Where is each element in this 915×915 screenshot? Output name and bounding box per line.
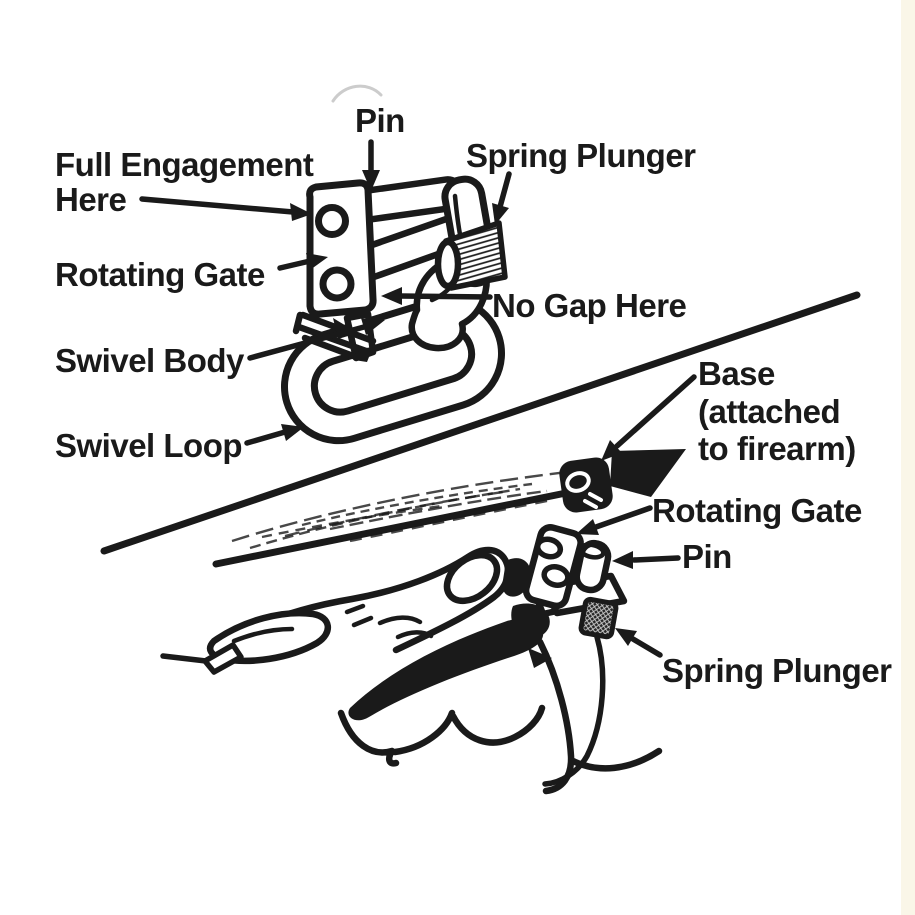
swivel-loop-arrow-line — [244, 429, 288, 446]
rotating-gate-top-arrow-line — [277, 258, 313, 271]
lower-swivel-group — [522, 524, 628, 787]
lower-gate-hole-bottom — [541, 564, 571, 588]
wood-grain-lines — [231, 469, 576, 550]
spring-plunger-top-arrow-line — [497, 171, 512, 210]
no-gap-arrowhead — [381, 287, 402, 305]
upper-gate-hole-top — [315, 204, 349, 238]
upper-swivel-group — [280, 175, 508, 445]
label-swivel-body: Swivel Body — [55, 342, 245, 379]
label-pin-bottom: Pin — [682, 538, 732, 575]
lower-spring-plunger — [578, 596, 619, 640]
base-highlight — [583, 492, 603, 509]
swivel-body-arrow-line — [247, 324, 367, 361]
label-rotating-gate-top: Rotating Gate — [55, 256, 265, 293]
index-finger-crease — [231, 626, 295, 644]
thumbnail — [443, 551, 501, 605]
label-spring-plunger-top: Spring Plunger — [466, 137, 696, 174]
hand-illustration — [160, 546, 663, 795]
labels-group: Pin Full Engagement Here Rotating Gate S… — [55, 102, 893, 689]
strap-tip — [202, 642, 244, 675]
rotating-gate-bottom-arrow-line — [593, 505, 653, 530]
spring-plunger-top-arrowhead — [492, 203, 509, 225]
arrowheads — [281, 170, 637, 646]
pin-bottom-arrowhead — [612, 551, 633, 569]
rifle-stock-group — [100, 291, 861, 568]
lower-loop-wire — [542, 634, 606, 787]
base-arrow-line — [614, 374, 697, 449]
strap-line — [160, 653, 209, 664]
no-gap-arrow-line — [397, 293, 493, 300]
leader-lines — [139, 139, 697, 658]
label-full-engagement-1: Full Engagement — [55, 146, 314, 183]
stock-upper-edge-line — [100, 291, 861, 555]
label-spring-plunger-bottom: Spring Plunger — [662, 652, 892, 689]
label-rotating-gate-bottom: Rotating Gate — [652, 492, 862, 529]
full-engagement-arrow-line — [139, 196, 296, 215]
label-no-gap-here: No Gap Here — [492, 287, 687, 324]
thumb-creases — [344, 603, 434, 640]
knuckle-arcs — [337, 704, 546, 767]
label-base-1: Base — [698, 355, 775, 392]
lower-gate-hole-top — [534, 536, 564, 560]
base-arrowhead — [601, 440, 622, 461]
upper-gate-hole-bottom — [319, 266, 355, 302]
label-pin-top: Pin — [355, 102, 405, 139]
plunger-tip — [434, 238, 462, 290]
scan-artifact-arc — [331, 84, 383, 103]
swivel-body-arrowhead — [361, 318, 385, 335]
label-base-3: to firearm) — [698, 430, 856, 467]
swivel-loop-arrowhead — [281, 424, 304, 441]
label-full-engagement-2: Here — [55, 181, 127, 218]
pin-top-arrowhead — [362, 170, 380, 191]
full-engagement-arrowhead — [290, 203, 312, 221]
label-swivel-loop: Swivel Loop — [55, 427, 242, 464]
base-hole — [565, 471, 591, 493]
stock-lower-edge-line — [212, 489, 570, 568]
rotating-gate-bottom-arrowhead — [576, 519, 599, 535]
spring-plunger-bottom-arrow-line — [630, 636, 663, 658]
pin-bottom-arrow-line — [631, 555, 681, 563]
grip-shadow-3 — [528, 648, 552, 668]
spring-plunger-bottom-arrowhead — [615, 628, 637, 646]
stock-tip-wedge — [610, 449, 686, 497]
label-base-2: (attached — [698, 393, 840, 430]
palm-shadow — [348, 618, 544, 721]
rotating-gate-top-arrowhead — [306, 253, 328, 270]
